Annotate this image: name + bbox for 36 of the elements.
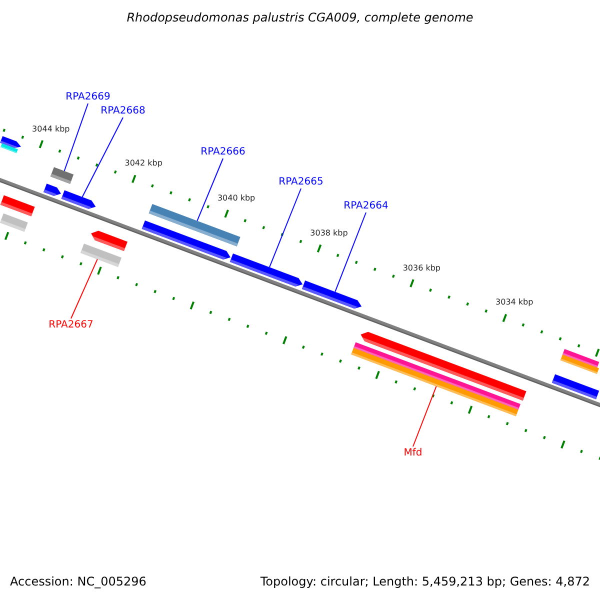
gene-label: RPA2667: [48, 320, 94, 330]
gene-feature-bar: [560, 354, 599, 374]
gene-label: Mfd: [404, 448, 422, 458]
gene-feature-bar: [302, 280, 362, 309]
scale-label: 3038 kbp: [310, 230, 348, 238]
gene-label: RPA2668: [100, 106, 146, 116]
scale-label: 3036 kbp: [402, 264, 441, 274]
gene-feature-bar: [148, 204, 240, 246]
gene-feature-bar: [0, 143, 18, 154]
leader-line: [196, 158, 224, 222]
leader-line: [82, 117, 124, 198]
gene-feature-bar: [230, 254, 303, 286]
gene-feature-bar: [50, 167, 74, 184]
leader-line: [412, 386, 437, 447]
gene-label: RPA2665: [278, 176, 324, 188]
gene-label: RPA2666: [200, 146, 246, 158]
gene-feature-bar: [91, 230, 128, 251]
gene-label: RPA2669: [66, 92, 110, 102]
gene-label: RPA2664: [344, 200, 388, 212]
genome-info-text: Topology: circular; Length: 5,459,213 bp; Genes: 4,872: [260, 575, 590, 589]
leader-line: [334, 212, 366, 292]
gene-feature-bar: [0, 195, 35, 216]
title: Rhodopseudomonas palustris CGA009, complete genome: [126, 11, 474, 25]
gene-feature-bar: [61, 190, 96, 209]
scale-label: 3044 kbp: [32, 125, 70, 134]
gene-feature-bar: [44, 184, 61, 196]
leader-line: [64, 103, 88, 172]
gene-feature-bar: [0, 213, 28, 232]
gene-feature-bar: [552, 374, 600, 400]
scale-label: 3034 kbp: [496, 299, 534, 308]
accession-text: Accession: NC_005296: [10, 575, 146, 589]
gene-feature-bar: [360, 332, 526, 401]
scale-label: 3040 kbp: [217, 194, 256, 204]
leader-line: [70, 258, 98, 319]
leader-line: [269, 188, 302, 268]
scale-label: 3042 kbp: [124, 160, 162, 169]
